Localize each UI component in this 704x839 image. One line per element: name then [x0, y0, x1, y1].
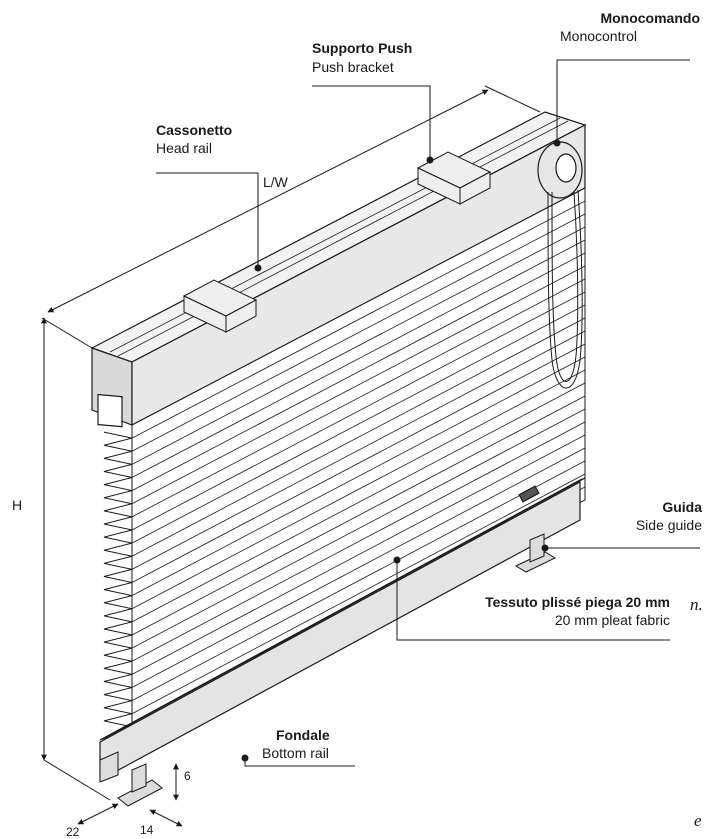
bottom-rail-label-it: Fondale	[276, 727, 330, 743]
pleat-line	[131, 434, 586, 675]
monocontrol-label-it: Monocomando	[600, 10, 700, 26]
bracket-depth-label: 14	[140, 823, 154, 837]
bracket-width-label: 22	[66, 825, 80, 839]
bottom-bracket	[99, 751, 163, 807]
pleat-line	[131, 213, 586, 452]
bottom-rail	[99, 477, 586, 782]
pleat-line	[131, 278, 586, 518]
pleat-line	[131, 343, 586, 583]
leader-dots	[241, 139, 561, 762]
monocontrol-label-en: Monocontrol	[560, 28, 638, 44]
pleat-line	[131, 369, 586, 610]
push-bracket-label-it: Supporto Push	[312, 40, 413, 56]
pleat-line	[131, 356, 586, 596]
height-dimension-line	[41, 317, 111, 801]
head-rail-label-it: Cassonetto	[156, 122, 233, 138]
height-dimension-label: H	[12, 497, 23, 513]
width-dimension-label: L/W	[263, 174, 288, 190]
pleat-line	[131, 408, 586, 649]
edge-fragment-bottom: e	[694, 811, 702, 830]
pleat-line	[131, 395, 586, 636]
bracket-dimension-lines	[77, 763, 183, 827]
head-rail-label-en: Head rail	[156, 140, 213, 156]
pleat-line	[131, 317, 586, 557]
side-guide-label-it: Guida	[662, 499, 702, 515]
fabric-pleat-zigzag	[103, 431, 133, 728]
bracket-height-label: 6	[184, 769, 191, 783]
push-bracket-left	[182, 279, 258, 333]
pleat-line	[131, 226, 586, 465]
pleat-line	[131, 382, 586, 623]
width-dimension-line	[41, 85, 541, 349]
bottom-rail-label-en: Bottom rail	[262, 745, 329, 761]
side-guide-bracket	[514, 533, 557, 573]
pleat-line	[131, 304, 586, 544]
push-bracket-right	[416, 151, 492, 205]
pleat-fabric-label-it: Tessuto plissé piega 20 mm	[485, 594, 670, 610]
pleat-line	[131, 473, 586, 715]
pleat-line	[131, 252, 586, 491]
pleat-line	[131, 330, 586, 570]
edge-fragment-mid: n.	[690, 595, 703, 614]
push-bracket-label-en: Push bracket	[312, 59, 394, 75]
pleat-fabric-label-en: 20 mm pleat fabric	[554, 612, 670, 628]
pleat-line	[131, 291, 586, 531]
side-guide-label-en: Side guide	[635, 517, 702, 533]
pleat-line	[131, 239, 586, 478]
pleat-line	[131, 460, 586, 701]
pleat-line	[131, 265, 586, 505]
pleat-line	[131, 447, 586, 688]
pleat-zigzag-edge	[103, 431, 133, 728]
pleat-line	[131, 421, 586, 662]
pleat-line	[131, 200, 586, 439]
